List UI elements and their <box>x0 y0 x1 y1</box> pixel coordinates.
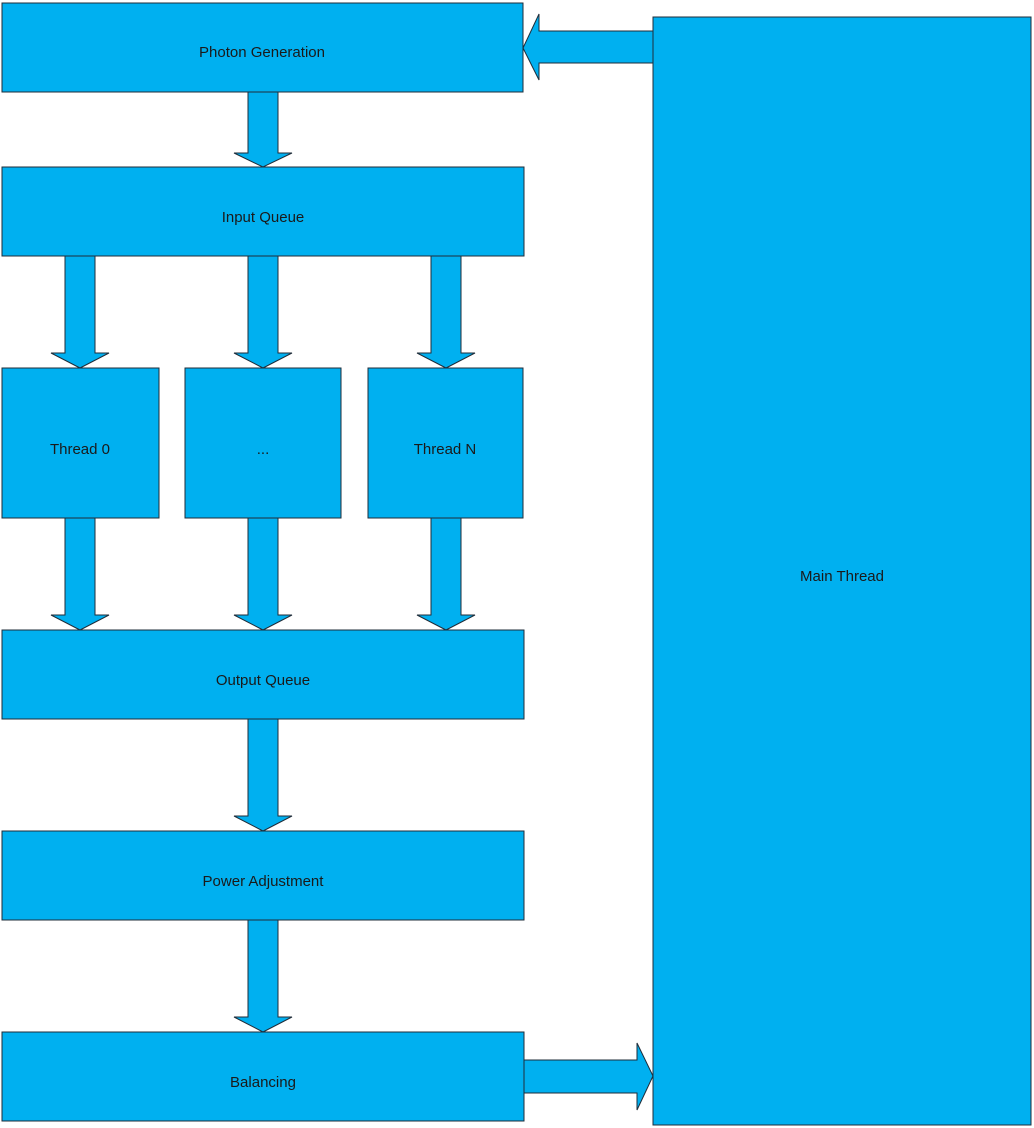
thread-n-label: Thread N <box>414 441 477 458</box>
output-queue-node: Output Queue <box>1 629 525 720</box>
arrow-output-to-power <box>233 718 293 832</box>
arrow-balancing-to-main <box>523 1042 654 1111</box>
balancing-node: Balancing <box>1 1031 525 1122</box>
thread-ellipsis-label: ... <box>257 441 270 458</box>
input-queue-node: Input Queue <box>1 166 525 257</box>
arrow-photon-to-input <box>233 91 293 168</box>
thread-n-node: Thread N <box>367 367 524 519</box>
photon-generation-label: Photon Generation <box>199 44 325 61</box>
main-thread-node: Main Thread <box>652 16 1032 1126</box>
thread-ellipsis-node: ... <box>184 367 342 519</box>
photon-generation-node: Photon Generation <box>1 2 524 93</box>
output-queue-label: Output Queue <box>216 672 310 689</box>
power-adjustment-label: Power Adjustment <box>203 873 325 890</box>
thread-0-label: Thread 0 <box>50 441 110 458</box>
arrow-input-to-thread-ellipsis <box>233 255 293 369</box>
arrow-thread-n-to-output <box>416 517 476 631</box>
arrow-thread-0-to-output <box>50 517 110 631</box>
arrow-thread-ellipsis-to-output <box>233 517 293 631</box>
arrow-input-to-thread-n <box>416 255 476 369</box>
balancing-label: Balancing <box>230 1074 296 1091</box>
arrow-power-to-balancing <box>233 919 293 1033</box>
thread-0-node: Thread 0 <box>1 367 160 519</box>
power-adjustment-node: Power Adjustment <box>1 830 525 921</box>
arrow-main-to-photon <box>522 13 654 81</box>
input-queue-label: Input Queue <box>222 209 305 226</box>
main-thread-label: Main Thread <box>800 568 884 585</box>
arrow-input-to-thread-0 <box>50 255 110 369</box>
